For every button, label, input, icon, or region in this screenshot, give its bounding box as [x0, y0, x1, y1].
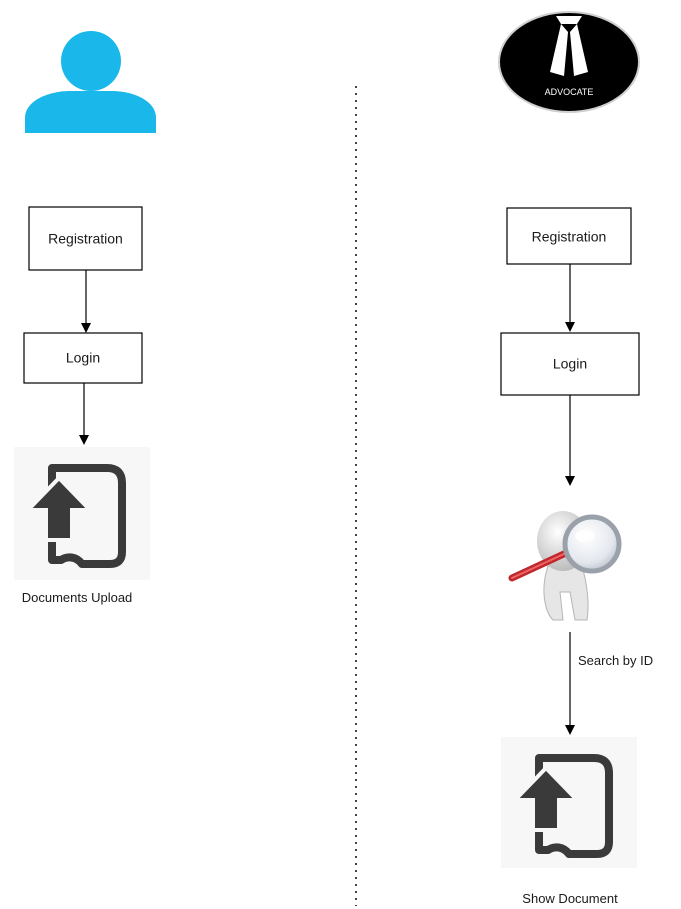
advocate-registration-box[interactable]: Registration [506, 207, 632, 265]
user-icon [25, 31, 156, 133]
user-login-box[interactable]: Login [23, 332, 143, 384]
search-by-id-label: Search by ID [578, 653, 653, 668]
user-registration-label: Registration [48, 231, 123, 247]
show-document-caption: Show Document [522, 891, 618, 906]
advocate-login-label: Login [553, 356, 587, 372]
advocate-logo-text: ADVOCATE [545, 87, 594, 97]
show-document-icon [501, 737, 637, 868]
advocate-logo: ADVOCATE [494, 7, 644, 118]
user-registration-box[interactable]: Registration [28, 206, 143, 271]
advocate-registration-label: Registration [532, 229, 607, 245]
documents-upload-caption: Documents Upload [22, 590, 133, 605]
user-login-label: Login [66, 350, 100, 366]
advocate-bands-icon [550, 16, 588, 76]
document-upload-icon [14, 447, 150, 580]
magnifier-figure-icon [508, 511, 622, 621]
advocate-login-box[interactable]: Login [500, 332, 640, 396]
